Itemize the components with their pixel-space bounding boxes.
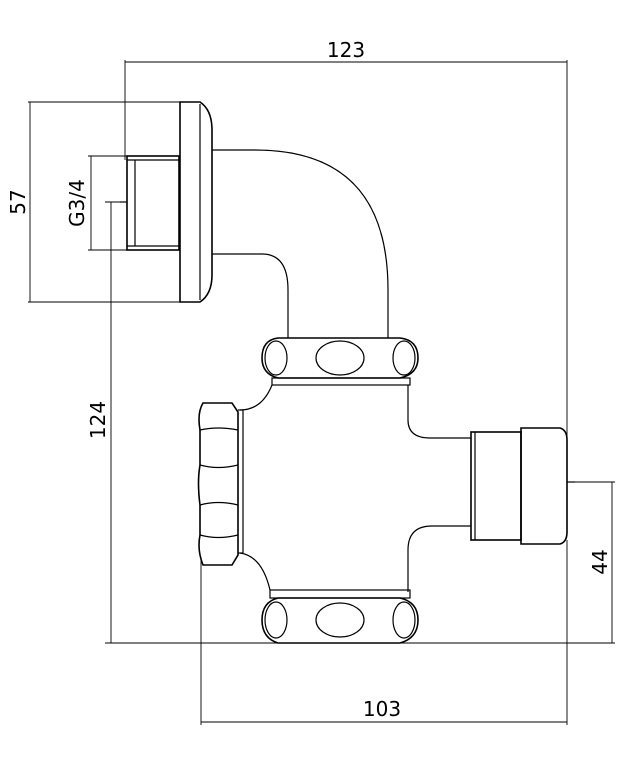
left-hex-nut: [197, 402, 244, 566]
fitting-outline: [120, 101, 575, 644]
dim-bottom-width: 103: [363, 697, 401, 721]
dimension-lines: [28, 60, 615, 725]
dim-overall-height: 124: [86, 401, 110, 439]
mixer-body: [239, 384, 471, 592]
dim-thread-spec: G3/4: [65, 179, 89, 227]
wall-flange: [179, 101, 213, 303]
upper-union-nut: [261, 337, 419, 386]
dim-outlet-offset: 44: [588, 549, 612, 574]
dim-flange-height: 57: [6, 189, 30, 214]
dimension-labels: 123 57 G3/4 124 44 103: [6, 38, 612, 721]
dim-top-width: 123: [327, 38, 365, 62]
threaded-inlet: [120, 155, 180, 251]
lower-union-nut: [261, 589, 419, 644]
elbow-pipe: [212, 149, 389, 338]
right-outlet: [470, 427, 575, 545]
